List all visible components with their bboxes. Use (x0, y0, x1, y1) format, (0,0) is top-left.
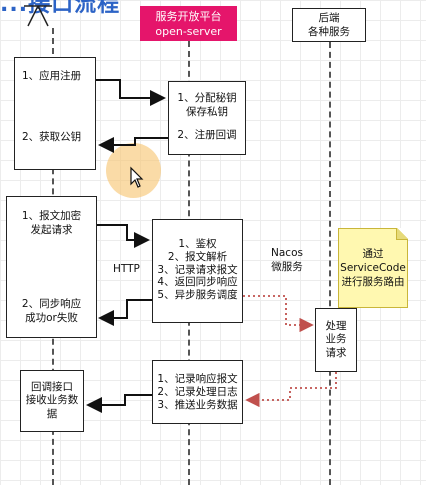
nacos-line1: Nacos (271, 247, 303, 259)
server-step-push-data: 3、推送业务数据 (157, 399, 238, 411)
client-register-box (14, 57, 96, 170)
arrow-request-to-server (97, 224, 150, 248)
backend-process-line1: 处理 (325, 319, 347, 332)
backend-lane-subtitle: 各种服务 (308, 26, 350, 38)
note-line1: 通过 (362, 248, 384, 260)
http-label: HTTP (113, 263, 140, 275)
client-encrypt-line2: 发起请求 (30, 223, 73, 236)
server-step-parse: 2、报文解析 (167, 250, 228, 263)
backend-process-line2: 业务 (325, 333, 347, 346)
actor-icon (24, 5, 52, 27)
server-step-sync-response: 4、返回同步响应 (157, 276, 238, 289)
server-assign-keys-line2: 保存私钥 (186, 105, 228, 118)
backend-lane-header: 后端 各种服务 (292, 8, 366, 42)
backend-process-line3: 请求 (325, 346, 347, 359)
arrow-async-dispatch (243, 295, 314, 333)
mouse-cursor-icon (130, 166, 144, 188)
arrow-server-to-pubkey (98, 137, 168, 153)
client-callback-line1: 回调接口 (31, 380, 73, 393)
client-encrypt-line1: 1、报文加密 (21, 210, 82, 222)
client-sync-response-label: 2、同步响应 成功or失败 (6, 298, 97, 325)
arrow-push-to-callback (86, 394, 152, 413)
server-lane-header: 服务开放平台 open-server (140, 6, 237, 41)
server-lane-title: 服务开放平台 (155, 9, 222, 23)
server-step-log-process: 2、记录处理日志 (157, 386, 238, 398)
client-callback-line2: 接收业务数据 (25, 394, 79, 420)
note-fold-corner (396, 228, 408, 240)
client-register-label: 1、应用注册 (22, 70, 82, 82)
server-assign-keys-label: 1、分配秘钥 保存私钥 (168, 92, 246, 119)
backend-lifeline (329, 42, 331, 485)
client-sync-response-line1: 2、同步响应 (21, 298, 82, 310)
server-process-steps: 1、鉴权 2、报文解析 3、记录请求报文 4、返回同步响应 5、异步服务调度 (152, 238, 243, 302)
server-lane-subtitle: open-server (155, 24, 222, 38)
backend-process-box: 处理 业务 请求 (315, 308, 357, 372)
note-line2: ServiceCode (340, 262, 406, 274)
server-step-log-response: 1、记录响应报文 (157, 373, 238, 385)
server-step-auth: 1、鉴权 (178, 238, 217, 250)
server-step-log-request: 3、记录请求报文 (157, 263, 238, 276)
arrow-backend-response (245, 372, 337, 408)
server-key-box (168, 81, 246, 155)
page-title: ...接口流程 (0, 0, 121, 17)
client-sync-response-line2: 成功or失败 (25, 311, 78, 324)
server-response-box (152, 360, 243, 424)
client-encrypt-label: 1、报文加密 发起请求 (6, 210, 97, 237)
server-assign-keys-line1: 1、分配秘钥 (177, 92, 237, 104)
note-line3: 进行服务路由 (341, 276, 405, 288)
server-response-steps: 1、记录响应报文 2、记录处理日志 3、推送业务数据 (152, 373, 243, 412)
client-request-box (6, 196, 97, 338)
client-callback-box: 回调接口 接收业务数据 (20, 370, 84, 432)
client-get-pubkey-label: 2、获取公钥 (22, 131, 82, 143)
nacos-label: Nacos 微服务 (262, 247, 312, 274)
arrow-server-sync-response (98, 299, 152, 326)
server-step-async-dispatch: 5、异步服务调度 (157, 289, 238, 302)
nacos-line2: 微服务 (271, 260, 303, 273)
arrow-register-to-server (96, 79, 166, 106)
server-process-box (152, 219, 243, 323)
server-register-callback-label: 2、注册回调 (177, 129, 237, 141)
backend-lane-title: 后端 (318, 12, 340, 24)
routing-note: 通过 ServiceCode 进行服务路由 (338, 228, 408, 308)
